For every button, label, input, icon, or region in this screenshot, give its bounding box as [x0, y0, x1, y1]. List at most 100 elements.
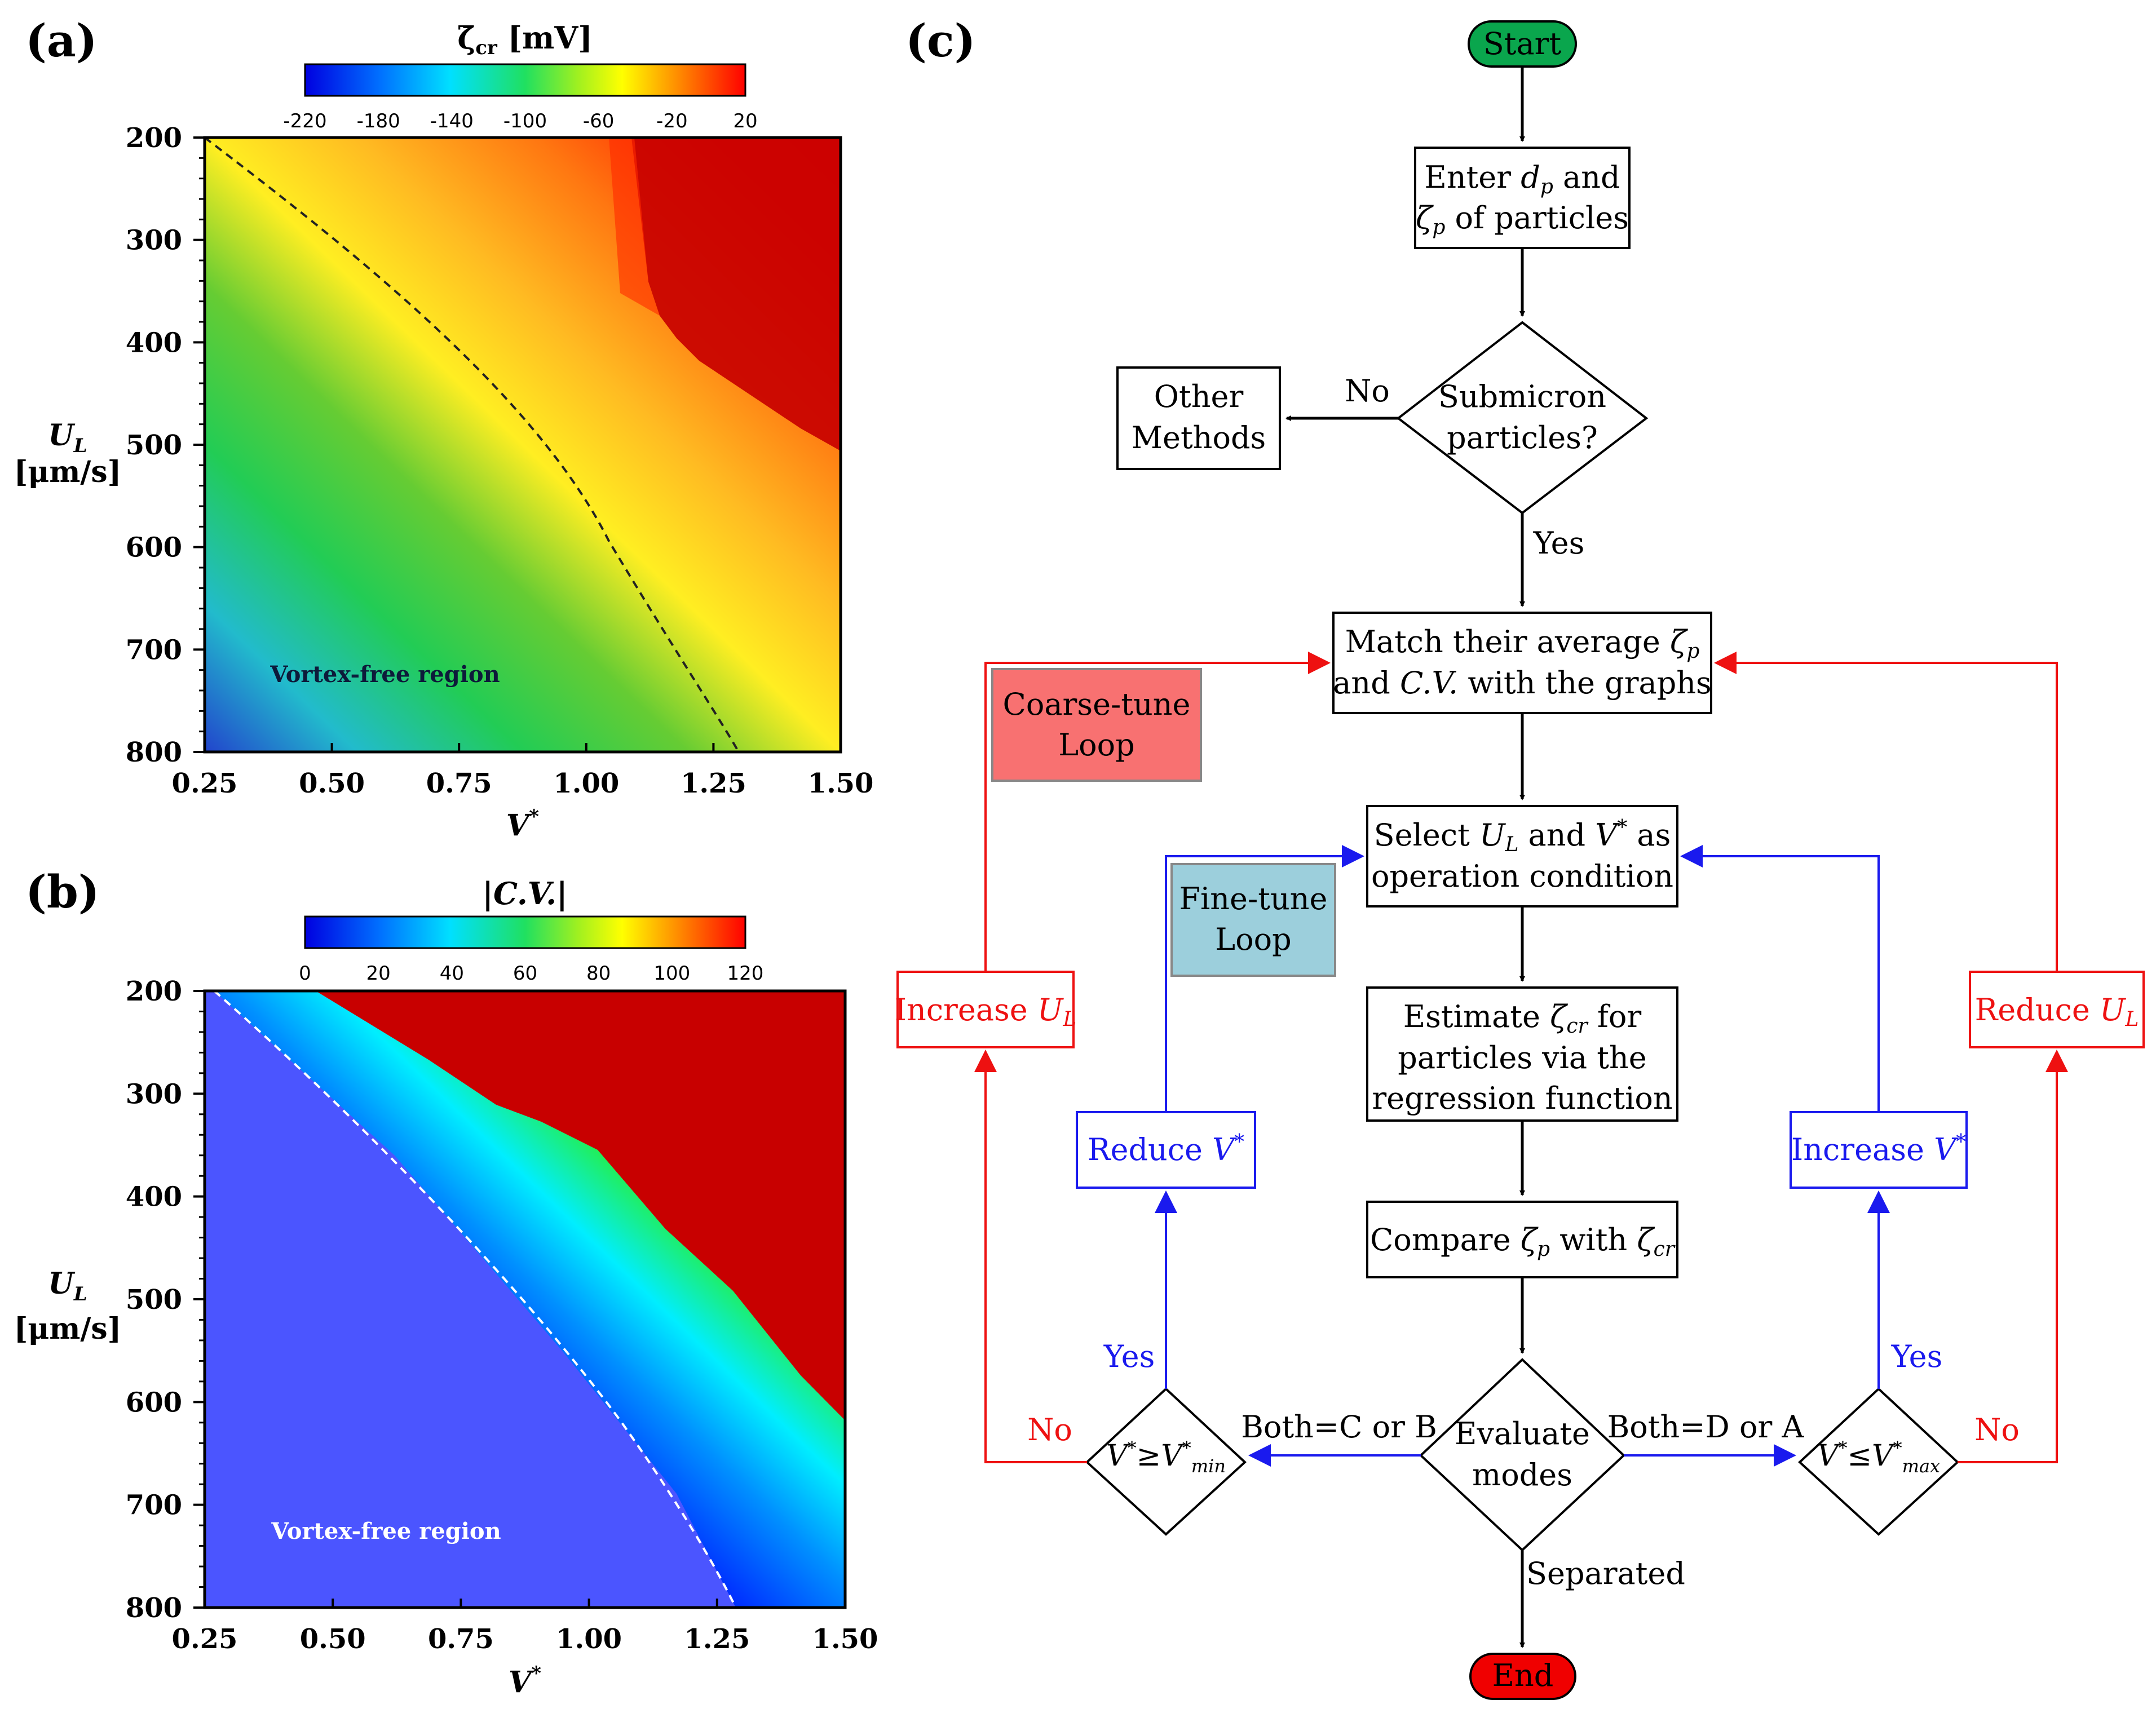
yes-label-vmin: Yes: [1103, 1339, 1155, 1374]
svg-text:Submicron: Submicron: [1438, 379, 1606, 414]
increase-v-box: Increase V*: [1790, 1111, 1968, 1189]
svg-text:Compare ζp with ζcr: Compare ζp with ζcr: [1370, 1222, 1676, 1261]
start-node: Start: [1468, 20, 1577, 68]
panel-b-boundary-line: [213, 990, 737, 1608]
svg-text:Evaluate: Evaluate: [1455, 1416, 1590, 1451]
panel-a-ylabel: UL: [48, 418, 87, 457]
svg-text:operation condition: operation condition: [1371, 858, 1673, 894]
svg-text:Other: Other: [1154, 379, 1244, 414]
svg-text:modes: modes: [1472, 1457, 1572, 1493]
panel-a-ylabel-unit: [μm/s]: [14, 455, 122, 489]
panel-a-colorbar-tick-label: -220: [283, 110, 326, 132]
end-node: End: [1469, 1653, 1576, 1700]
vmax-decision: V*≤V*max: [1798, 1387, 1959, 1536]
svg-text:and C.V. with the graphs: and C.V. with the graphs: [1333, 665, 1712, 701]
submicron-decision: Submicron particles?: [1396, 321, 1649, 515]
svg-text:Increase V*: Increase V*: [1791, 1131, 1966, 1167]
svg-text:particles via the: particles via the: [1398, 1040, 1646, 1075]
panel-a-x-tick-label: 0.25: [172, 768, 238, 799]
svg-text:regression function: regression function: [1372, 1081, 1672, 1116]
panel-c: (c) Start Enter dp and ζp of particles S…: [895, 14, 2145, 1700]
panel-c-label: (c): [905, 14, 975, 67]
svg-text:Enter dp and: Enter dp and: [1424, 160, 1620, 198]
panel-b-colorbar-tick-label: 40: [440, 962, 464, 985]
panel-a-y-tick-label: 300: [126, 225, 182, 256]
panel-b-x-tick-label: 1.00: [556, 1623, 622, 1655]
reduce-ul-box: Reduce UL: [1969, 971, 2145, 1048]
fine-tune-loop-label: Fine-tune Loop: [1170, 863, 1336, 977]
panel-b-x-tick-label: 0.50: [300, 1623, 366, 1655]
panel-a-colorbar-tick-label: 20: [733, 110, 757, 132]
panel-b-ylabel-unit: [μm/s]: [14, 1312, 122, 1346]
panel-b-saturated-region: [316, 991, 845, 1420]
panel-a-x-tick-label: 1.00: [553, 768, 619, 799]
both-d-or-a-label: Both=D or A: [1607, 1409, 1805, 1445]
panel-b-colorbar-tick-label: 120: [727, 962, 764, 985]
panel-a-y-tick-label: 200: [126, 122, 182, 154]
panel-a-colorbar-tick-label: -100: [503, 110, 547, 132]
panel-a-y-tick-label: 500: [126, 430, 182, 461]
panel-b-x-tick-label: 0.75: [428, 1623, 494, 1655]
panel-b-region-label: Vortex-free region: [271, 1518, 501, 1544]
panel-b-label: (b): [25, 865, 100, 918]
panel-b-x-tick-label: 1.50: [812, 1623, 878, 1655]
coarse-tune-arrows: [974, 652, 2068, 1463]
no-label-vmin: No: [1027, 1412, 1072, 1447]
panel-a-label: (a): [25, 14, 98, 67]
vmin-decision: V*≥V*min: [1085, 1387, 1247, 1536]
estimate-box: Estimate ζcr for particles via the regre…: [1366, 986, 1678, 1122]
panel-a-heatmap: Vortex-free region: [203, 136, 842, 754]
svg-text:Fine-tune: Fine-tune: [1179, 881, 1328, 917]
panel-a-x-tick-label: 1.50: [808, 768, 874, 799]
svg-text:V*≤V*max: V*≤V*max: [1817, 1437, 1940, 1477]
svg-text:Methods: Methods: [1132, 420, 1266, 455]
panel-a-region-label: Vortex-free region: [270, 661, 500, 688]
panel-b-y-tick-label: 300: [126, 1078, 182, 1110]
svg-text:Loop: Loop: [1058, 727, 1134, 763]
panel-a-colorbar: [304, 63, 746, 97]
other-methods-box: Other Methods: [1116, 366, 1281, 470]
svg-text:Coarse-tune: Coarse-tune: [1003, 687, 1191, 722]
panel-b-colorbar-tick-label: 0: [299, 962, 311, 985]
panel-b-colorbar-tick-label: 100: [653, 962, 690, 985]
separated-label: Separated: [1526, 1556, 1685, 1591]
reduce-v-box: Reduce V*: [1076, 1111, 1256, 1189]
no-label-vmax: No: [1974, 1412, 2020, 1447]
svg-text:Start: Start: [1483, 26, 1562, 61]
main-flow-arrows: [1285, 67, 1525, 1648]
panel-a-colorbar-tick-label: -20: [656, 110, 688, 132]
svg-text:V*≥V*min: V*≥V*min: [1106, 1437, 1226, 1477]
svg-text:particles?: particles?: [1447, 420, 1598, 455]
panel-b-colorbar-title: |C.V.|: [482, 875, 567, 912]
svg-text:Loop: Loop: [1215, 922, 1291, 957]
yes-label-vmax: Yes: [1891, 1339, 1943, 1374]
coarse-tune-loop-label: Coarse-tune Loop: [991, 668, 1202, 782]
yes-label-submicron: Yes: [1533, 525, 1585, 561]
svg-text:Reduce V*: Reduce V*: [1088, 1131, 1244, 1167]
panel-a-xlabel: V*: [506, 805, 539, 843]
panel-b-y-tick-label: 700: [126, 1490, 182, 1521]
panel-a-colorbar-tick-label: -60: [583, 110, 615, 132]
panel-b-y-tick-label: 600: [126, 1387, 182, 1418]
svg-text:Select UL and V* as: Select UL and V* as: [1374, 816, 1671, 856]
panel-b-colorbar-tick-label: 60: [513, 962, 537, 985]
svg-text:End: End: [1492, 1658, 1554, 1693]
select-box: Select UL and V* as operation condition: [1366, 805, 1678, 908]
panel-a-colorbar-tick-label: -140: [430, 110, 474, 132]
panel-b-xlabel: V*: [509, 1662, 541, 1699]
fine-tune-arrows: [1155, 845, 1890, 1467]
panel-b-low-cv-region: [205, 991, 736, 1608]
evaluate-decision: Evaluate modes: [1419, 1358, 1625, 1552]
svg-text:Increase UL: Increase UL: [895, 992, 1077, 1031]
svg-text:Reduce UL: Reduce UL: [1975, 992, 2139, 1031]
increase-ul-box: Increase UL: [895, 971, 1077, 1048]
svg-text:Match their average ζp: Match their average ζp: [1345, 624, 1700, 663]
panel-b-ylabel: UL: [48, 1267, 87, 1305]
